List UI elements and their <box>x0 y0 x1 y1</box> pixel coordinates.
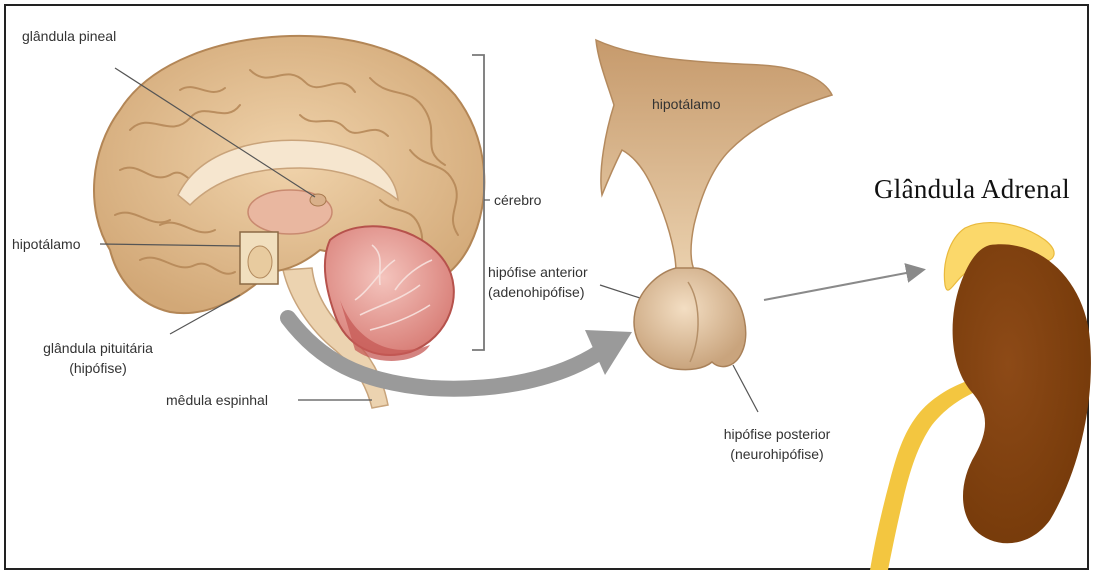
label-anterior-pituitary-line2: (adenohipófise) <box>488 282 585 302</box>
label-posterior-pituitary-line1: hipófise posterior <box>702 424 852 444</box>
hypothalamus-right-shape <box>596 40 832 272</box>
kidney-shape <box>953 244 1091 543</box>
label-posterior-pituitary-line2: (neurohipófise) <box>702 444 852 464</box>
label-pituitary-line1: glândula pituitária <box>18 338 178 358</box>
ureter-shape <box>870 380 975 570</box>
pituitary-gland-shape <box>634 268 746 370</box>
label-anterior-pituitary-line1: hipófise anterior <box>488 262 588 282</box>
adrenal-gland-title: Glândula Adrenal <box>874 174 1070 205</box>
kidney-illustration <box>870 223 1091 570</box>
label-spinal-cord: mêdula espinhal <box>166 390 268 410</box>
pituitary-illustration <box>596 40 832 370</box>
label-pineal-gland: glândula pineal <box>22 26 116 46</box>
label-pituitary-line2: (hipófise) <box>18 358 178 378</box>
label-brain: cérebro <box>494 190 541 210</box>
label-hypothalamus-left: hipotálamo <box>12 234 81 254</box>
straight-arrow <box>764 270 922 300</box>
label-hypothalamus-right: hipotálamo <box>652 94 721 114</box>
